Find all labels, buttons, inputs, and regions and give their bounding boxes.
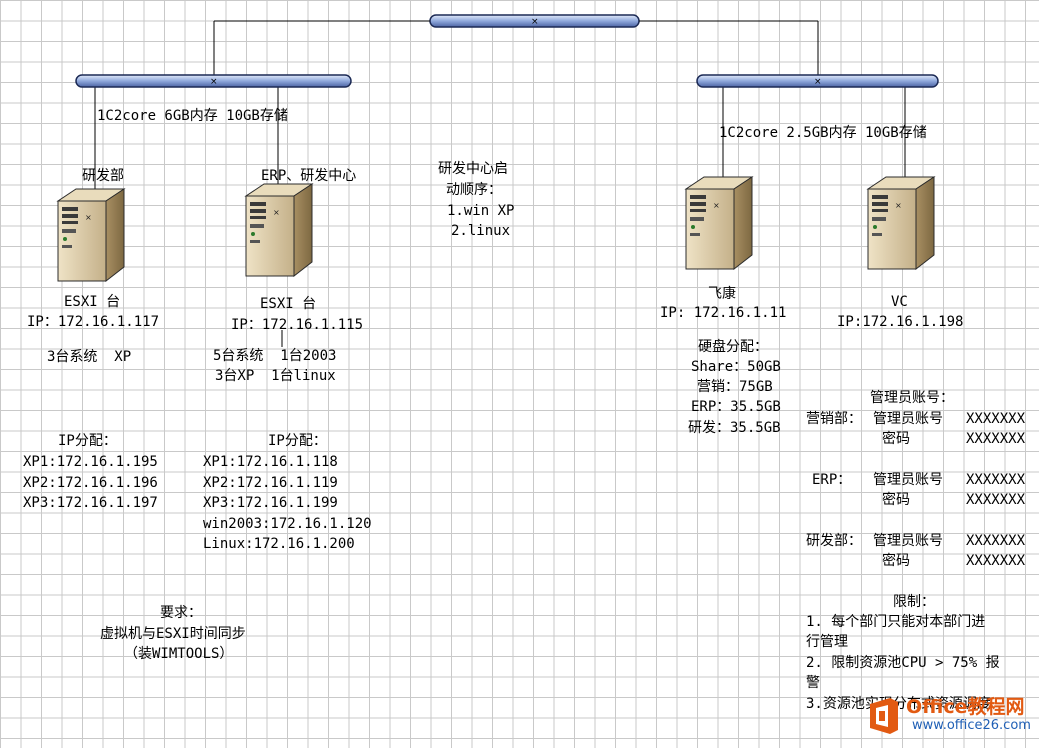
server3-name: 飞康 bbox=[708, 286, 736, 302]
admin-dept: ERP： bbox=[812, 472, 852, 488]
server2-systems-2: 3台XP 1台linux bbox=[215, 368, 336, 384]
server2-ip-item: XP2:172.16.1.119 bbox=[203, 475, 338, 491]
disk-item: Share：50GB bbox=[691, 359, 781, 375]
server1-dept: 研发部 bbox=[82, 168, 124, 184]
server1-systems: 3台系统 XP bbox=[47, 349, 132, 365]
server1-ip-title: IP分配： bbox=[58, 433, 117, 449]
requirement-line: 虚拟机与ESXI时间同步 bbox=[100, 626, 246, 642]
admin-title: 管理员账号： bbox=[870, 390, 954, 406]
server1-ip-item: XP1:172.16.1.195 bbox=[23, 454, 158, 470]
limits-title: 限制： bbox=[893, 594, 935, 610]
server1-ip: IP：172.16.1.117 bbox=[27, 314, 160, 330]
boot-order-title-1: 研发中心启 bbox=[438, 161, 508, 177]
admin-dept: 营销部： bbox=[806, 411, 862, 427]
admin-account-label: 管理员账号 bbox=[873, 411, 943, 427]
admin-account-value: XXXXXXX bbox=[966, 533, 1026, 549]
server-icon bbox=[685, 176, 753, 270]
server2-name: ESXI 台 bbox=[260, 296, 317, 312]
watermark-main: Office教程网 bbox=[906, 696, 1025, 718]
server1-ip-item: XP3:172.16.1.197 bbox=[23, 495, 158, 511]
office26-logo: Office教程网 www.office26.com bbox=[862, 690, 1037, 746]
requirement-title: 要求： bbox=[160, 605, 202, 621]
server2-systems-1: 5台系统 1台2003 bbox=[213, 348, 337, 364]
disk-title: 硬盘分配： bbox=[698, 339, 768, 355]
boot-order-title-2: 动顺序： bbox=[446, 182, 502, 198]
server4-name: VC bbox=[891, 294, 908, 310]
admin-password-value: XXXXXXX bbox=[966, 553, 1026, 569]
right-spec: 1C2core 2.5GB内存 10GB存储 bbox=[719, 125, 927, 141]
server2-ip-item: XP1:172.16.1.118 bbox=[203, 454, 338, 470]
svg-text:×: × bbox=[814, 77, 822, 87]
right-bus: × bbox=[696, 74, 939, 88]
limits-line: 1. 每个部门只能对本部门进 bbox=[806, 614, 986, 630]
limits-line: 警 bbox=[806, 675, 820, 691]
core-bus: × bbox=[429, 14, 640, 28]
svg-text:×: × bbox=[210, 77, 218, 87]
admin-password-value: XXXXXXX bbox=[966, 431, 1026, 447]
disk-item: ERP：35.5GB bbox=[691, 399, 781, 415]
disk-item: 营销：75GB bbox=[697, 379, 773, 395]
server2-ip-item: XP3:172.16.1.199 bbox=[203, 495, 338, 511]
admin-account-label: 管理员账号 bbox=[873, 472, 943, 488]
server-icon bbox=[245, 183, 313, 277]
admin-dept: 研发部： bbox=[806, 533, 862, 549]
server-icon bbox=[57, 188, 125, 282]
admin-account-label: 管理员账号 bbox=[873, 533, 943, 549]
left-spec: 1C2core 6GB内存 10GB存储 bbox=[97, 108, 288, 124]
admin-account-value: XXXXXXX bbox=[966, 411, 1026, 427]
boot-order-item: 1.win XP bbox=[447, 203, 515, 219]
network-links bbox=[94, 21, 906, 347]
admin-account-value: XXXXXXX bbox=[966, 472, 1026, 488]
office-logo-icon bbox=[870, 698, 898, 734]
server-icon bbox=[867, 176, 935, 270]
server4-ip: IP:172.16.1.198 bbox=[837, 314, 964, 330]
server2-ip-item: Linux:172.16.1.200 bbox=[203, 536, 355, 552]
server1-ip-item: XP2:172.16.1.196 bbox=[23, 475, 158, 491]
boot-order-item: 2.linux bbox=[451, 223, 511, 239]
requirement-line: （装WIMTOOLS） bbox=[124, 646, 234, 662]
server1-name: ESXI 台 bbox=[64, 294, 121, 310]
server2-ip-item: win2003:172.16.1.120 bbox=[203, 516, 372, 532]
limits-line: 3.资源池实现分布式资源调度 bbox=[806, 696, 991, 712]
watermark-sub: www.office26.com bbox=[912, 718, 1031, 733]
server2-dept: ERP、研发中心 bbox=[261, 168, 357, 184]
admin-password-label: 密码 bbox=[882, 431, 910, 447]
server3-ip: IP: 172.16.1.11 bbox=[660, 305, 787, 321]
admin-password-label: 密码 bbox=[882, 553, 910, 569]
svg-text:×: × bbox=[531, 17, 539, 27]
server2-ip-title: IP分配： bbox=[268, 433, 327, 449]
disk-item: 研发：35.5GB bbox=[688, 420, 781, 436]
limits-line: 行管理 bbox=[806, 634, 848, 650]
left-bus: × bbox=[75, 74, 352, 88]
admin-password-label: 密码 bbox=[882, 492, 910, 508]
limits-line: 2. 限制资源池CPU > 75% 报 bbox=[806, 655, 1000, 671]
server2-ip: IP：172.16.1.115 bbox=[231, 317, 364, 333]
admin-password-value: XXXXXXX bbox=[966, 492, 1026, 508]
